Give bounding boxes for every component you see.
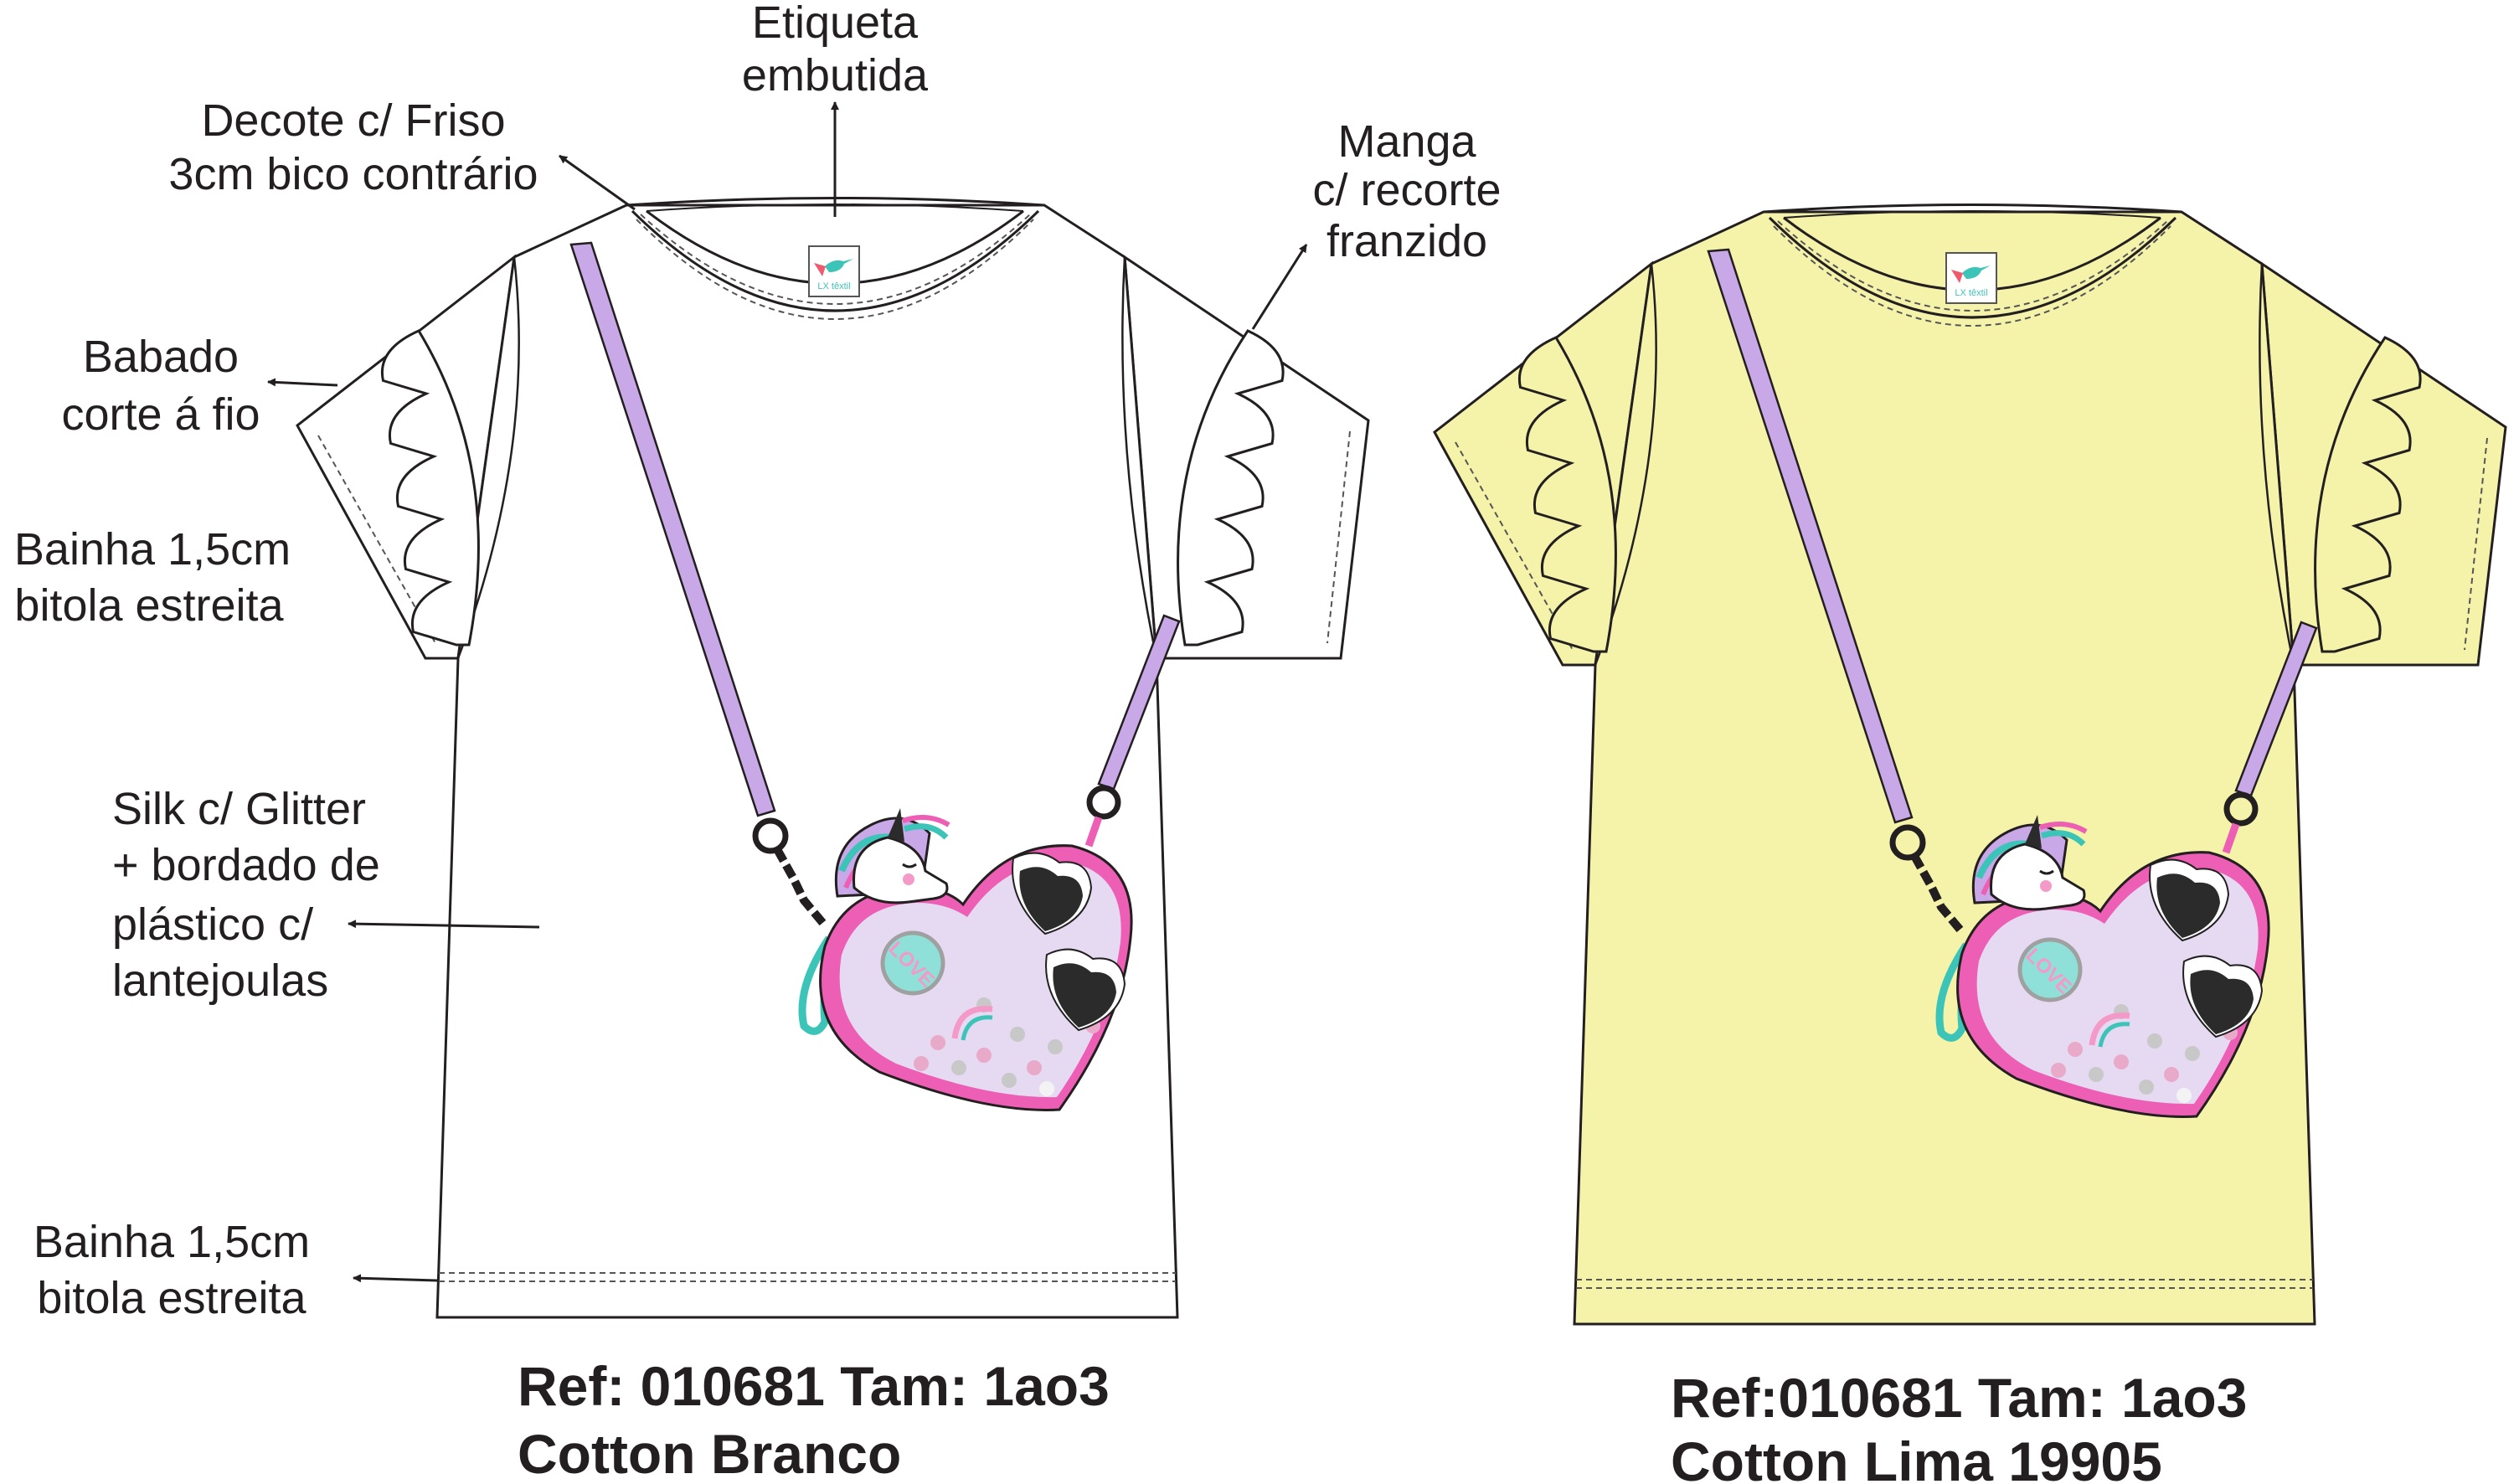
bag-strap [1707, 248, 1914, 824]
neck-stitch [1773, 220, 2171, 327]
bag-strap [569, 241, 776, 817]
neck-inside [1783, 210, 2161, 219]
sleeve-right [1123, 255, 1370, 660]
annotation-text: + bordado de [112, 840, 380, 890]
heart-bag-print: LOVE [1935, 815, 2270, 1118]
annotation-text: bitola estreita [14, 580, 284, 631]
unicorn-icon [1971, 815, 2088, 911]
bottom-hem-stitch [439, 1272, 1176, 1282]
annotation-neckline: Decote c/ Friso 3cm bico contrário [168, 95, 636, 211]
arrow-icon [1251, 244, 1308, 330]
annotation-text: corte á fio [61, 389, 260, 440]
heart-sunglasses [2149, 858, 2264, 1038]
arrow-icon [267, 378, 338, 387]
garment-color: Cotton Branco [518, 1423, 901, 1484]
annotation-print: Silk c/ Glitter + bordado de plástico c/… [112, 784, 540, 1006]
strap-ring [1889, 824, 1926, 861]
annotation-text: c/ recorte [1312, 165, 1501, 215]
annotation-text: Bainha 1,5cm [14, 524, 291, 575]
arrow-icon [353, 1274, 438, 1283]
garment-white: LX têxtil LOVE [296, 197, 1370, 1319]
brand-label-tag: LX têxtil [808, 245, 860, 297]
heart-sunglasses [1012, 852, 1126, 1032]
strap-ring [752, 817, 789, 854]
arrow-icon [348, 920, 540, 929]
sleeve-hem-stitch [2464, 437, 2488, 651]
strap-ring [1086, 785, 1121, 820]
bag-chain [773, 847, 828, 929]
ruffle-right [1177, 329, 1285, 647]
ruffle-left [380, 329, 480, 647]
garment-color: Cotton Lima 19905 [1671, 1430, 2162, 1484]
love-badge: LOVE [880, 930, 945, 996]
annotation-text: Bainha 1,5cm [33, 1217, 310, 1267]
neck-back [1763, 204, 2182, 214]
annotation-text: embutida [742, 50, 929, 100]
annotation-text: bitola estreita [37, 1273, 307, 1323]
rainbow-icon [951, 1005, 993, 1039]
neck-band-outer [631, 209, 1040, 312]
annotation-ruffle: Babado corte á fio [61, 332, 338, 440]
annotation-text: plástico c/ [112, 899, 313, 950]
annotation-text: Babado [83, 332, 239, 382]
ruffle-right [2314, 336, 2422, 653]
annotation-text: Manga [1337, 116, 1476, 167]
strap-ring [2223, 791, 2259, 827]
annotation-text: lantejoulas [112, 956, 328, 1006]
heart-bag-print: LOVE [798, 808, 1133, 1111]
shirt-body [1573, 210, 2316, 1326]
annotation-text: franzido [1326, 216, 1487, 266]
ruffle-left [1517, 336, 1617, 653]
bottom-hem-stitch [1576, 1279, 2313, 1289]
bag-chain [1910, 853, 1965, 935]
svg-text:LX têxtil: LX têxtil [1955, 288, 1987, 298]
annotation-text: Decote c/ Friso [201, 95, 505, 146]
garment-lime: LX têxtil LOVE [1433, 204, 2507, 1326]
rainbow-icon [2089, 1012, 2130, 1046]
neck-band-outer [1768, 216, 2177, 319]
garment-ref: Ref:010681 Tam: 1ao3 [1671, 1367, 2247, 1429]
sleeve-right [2260, 261, 2507, 667]
arrow-icon [559, 154, 636, 211]
annotation-label-tag: Etiqueta embutida [742, 0, 929, 217]
shoulder-seam [1594, 263, 2295, 666]
annotation-sleeve: Manga c/ recorte franzido [1251, 116, 1502, 330]
annotation-sleeve-hem: Bainha 1,5cm bitola estreita [14, 524, 291, 631]
brand-label-tag: LX têxtil [1945, 252, 1997, 304]
annotation-text: 3cm bico contrário [168, 149, 538, 199]
annotation-text: Etiqueta [752, 0, 919, 48]
shirt-body [435, 204, 1179, 1319]
annotation-bottom-hem: Bainha 1,5cm bitola estreita [33, 1217, 438, 1323]
unicorn-icon [834, 808, 950, 904]
sleeve-hem-stitch [1326, 430, 1351, 644]
hummingbird-icon [1962, 265, 1991, 279]
hummingbird-icon [825, 259, 853, 272]
neck-stitch [636, 214, 1034, 320]
garment-ref: Ref: 010681 Tam: 1ao3 [518, 1355, 1110, 1417]
love-badge: LOVE [2017, 937, 2083, 1002]
svg-text:LX têxtil: LX têxtil [817, 281, 850, 291]
shoulder-seam [456, 256, 1158, 659]
annotation-text: Silk c/ Glitter [112, 784, 366, 834]
